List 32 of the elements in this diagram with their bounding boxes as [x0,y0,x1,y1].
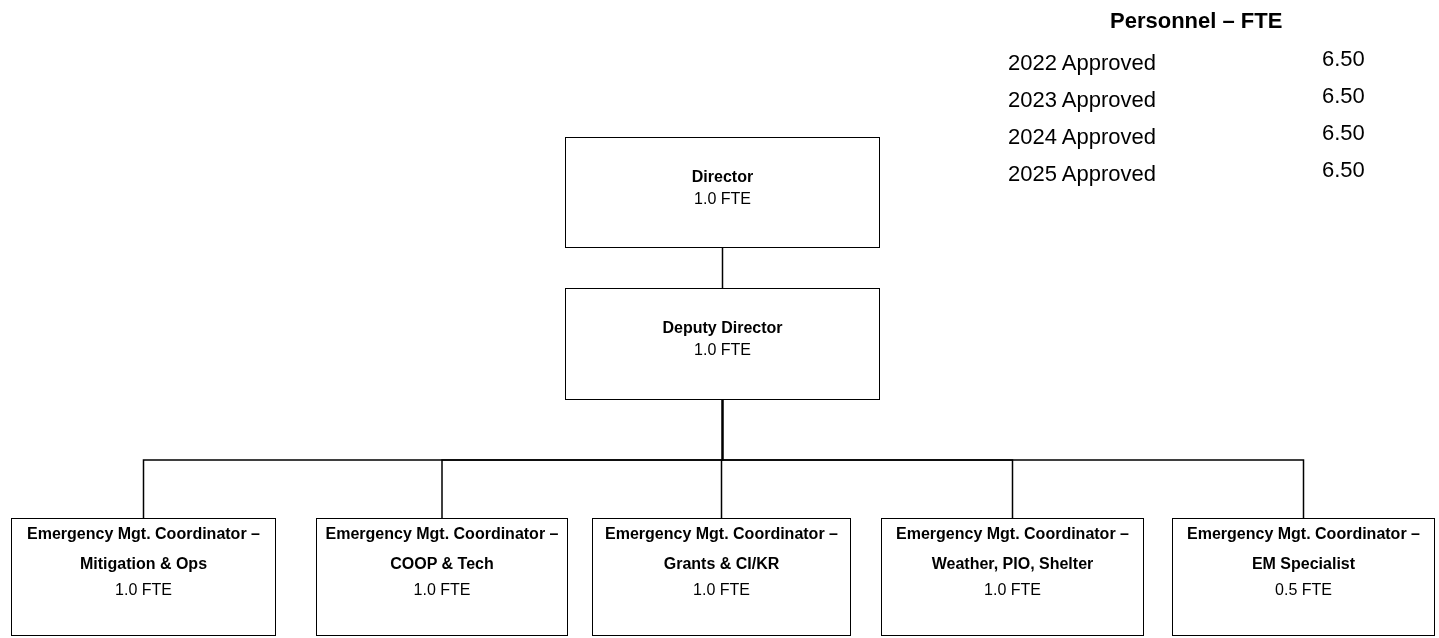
position-title: Emergency Mgt. Coordinator – Grants & CI/KR [604,524,839,574]
position-title: Deputy Director [661,318,784,338]
position-title: Emergency Mgt. Coordinator – EM Specialist [1186,524,1421,574]
fte-count: 1.0 FTE [693,340,752,360]
position-title: Director [690,167,755,187]
table-heading: Personnel – FTE [1110,8,1283,34]
position-box [565,137,880,248]
position-box [316,518,568,636]
position-box [1172,518,1435,636]
fte-count: 1.0 FTE [693,189,752,209]
fte-value: 6.50 [1322,46,1365,72]
position-box [881,518,1144,636]
position-title: Emergency Mgt. Coordinator – COOP & Tech [324,524,560,574]
position-box [592,518,851,636]
fte-count: 1.0 FTE [412,580,472,600]
fte-value: 6.50 [1322,157,1365,183]
year-label: 2023 Approved [1008,87,1157,113]
year-label: 2024 Approved [1008,124,1157,150]
fte-count: 1.0 FTE [114,580,173,600]
fte-count: 0.5 FTE [1274,580,1333,600]
position-title: Emergency Mgt. Coordinator – Mitigation & Ops [26,524,261,574]
fte-count: 1.0 FTE [983,580,1042,600]
fte-count: 1.0 FTE [692,580,751,600]
position-box [565,288,880,400]
connector-line [721,247,724,289]
connector-line [721,399,1305,519]
fte-value: 6.50 [1322,83,1365,109]
year-label: 2022 Approved [1008,50,1157,76]
position-box [11,518,276,636]
year-label: 2025 Approved [1008,161,1157,187]
fte-value: 6.50 [1322,120,1365,146]
position-title: Emergency Mgt. Coordinator – Weather, PIO, Shelter [895,524,1130,574]
